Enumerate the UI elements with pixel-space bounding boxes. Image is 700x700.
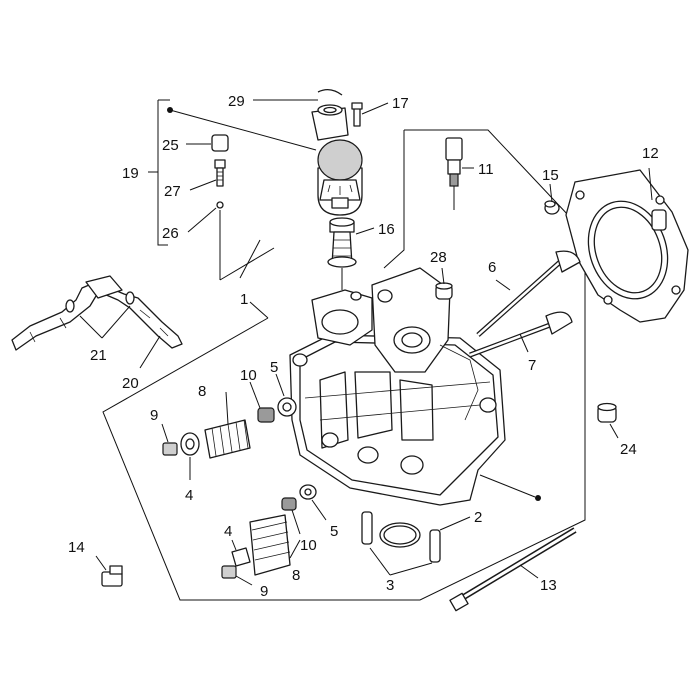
lower-valve-train bbox=[221, 484, 317, 579]
callout-25: 25 bbox=[162, 137, 179, 154]
callout-20: 20 bbox=[122, 375, 139, 392]
callout-10a: 10 bbox=[240, 367, 257, 384]
callout-4b: 4 bbox=[224, 523, 232, 540]
callout-12: 12 bbox=[642, 145, 659, 162]
cylinder-head bbox=[289, 267, 541, 506]
callout-labels: 1 2 3 4 4 5 5 6 7 8 8 9 9 10 10 11 12 13… bbox=[68, 93, 659, 600]
dowel-pins-and-seal bbox=[361, 511, 441, 563]
leader-lines bbox=[79, 99, 653, 586]
callout-6: 6 bbox=[488, 259, 496, 276]
callout-8b: 8 bbox=[292, 567, 300, 584]
callout-5a: 5 bbox=[270, 359, 278, 376]
head-stud bbox=[449, 527, 577, 612]
callout-16: 16 bbox=[378, 221, 395, 238]
callout-27: 27 bbox=[164, 183, 181, 200]
callout-3: 3 bbox=[386, 577, 394, 594]
callout-17: 17 bbox=[392, 95, 409, 112]
callout-29: 29 bbox=[228, 93, 245, 110]
valve-intake bbox=[469, 311, 573, 358]
callout-7: 7 bbox=[528, 357, 536, 374]
callout-15: 15 bbox=[542, 167, 559, 184]
callout-9a: 9 bbox=[150, 407, 158, 424]
coolant-hoses bbox=[11, 275, 183, 351]
callout-13: 13 bbox=[540, 577, 557, 594]
assembly-outline bbox=[102, 99, 586, 601]
callout-5b: 5 bbox=[330, 523, 338, 540]
bracket-19 bbox=[157, 100, 168, 246]
callout-1: 1 bbox=[240, 291, 248, 308]
callout-14: 14 bbox=[68, 539, 85, 556]
bushing-28 bbox=[435, 282, 453, 300]
callout-2: 2 bbox=[474, 509, 482, 526]
callout-10b: 10 bbox=[300, 537, 317, 554]
bushing-24 bbox=[597, 402, 617, 423]
callout-28: 28 bbox=[430, 249, 447, 266]
temperature-sensor bbox=[445, 137, 463, 210]
callout-8a: 8 bbox=[198, 383, 206, 400]
callout-19: 19 bbox=[122, 165, 139, 182]
bleed-screw-assembly bbox=[211, 134, 275, 281]
head-gasket bbox=[565, 169, 689, 323]
callout-24: 24 bbox=[620, 441, 637, 458]
callout-26: 26 bbox=[162, 225, 179, 242]
callout-9b: 9 bbox=[260, 583, 268, 600]
thermostat-housing bbox=[311, 88, 363, 290]
valve-exhaust bbox=[476, 250, 581, 337]
callout-4a: 4 bbox=[185, 487, 193, 504]
dowel-15 bbox=[544, 200, 560, 215]
upper-valve-train bbox=[162, 397, 297, 459]
callout-21: 21 bbox=[90, 347, 107, 364]
callout-11: 11 bbox=[478, 161, 494, 178]
plug-14 bbox=[101, 565, 123, 587]
